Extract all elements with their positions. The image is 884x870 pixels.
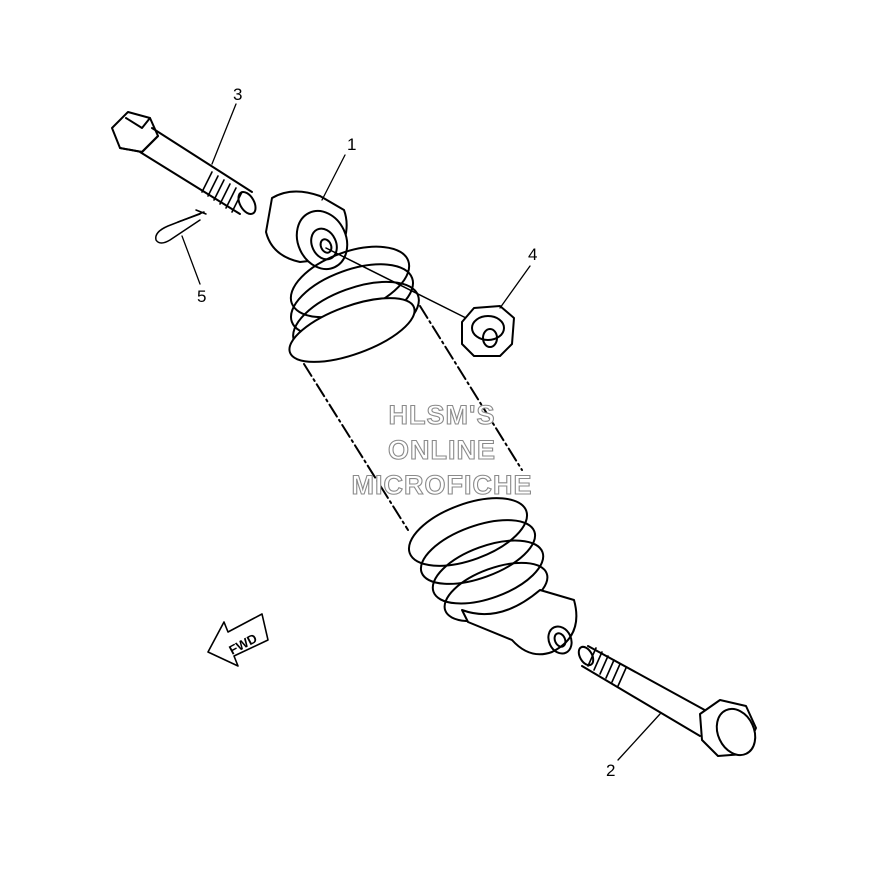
callout-2: 2 [606,761,615,780]
callout-3: 3 [233,85,242,104]
callout-4: 4 [528,245,537,264]
fwd-arrow-icon [207,613,269,667]
nut [461,305,515,357]
leader-line-5 [181,235,201,285]
watermark-line-2: ONLINE [387,434,496,465]
leader-line-4 [499,265,531,309]
callout-5: 5 [197,287,206,306]
watermark: HLSM'S ONLINE MICROFICHE [292,398,592,503]
cotter-clip [155,209,207,244]
leader-line-2 [617,713,661,761]
shock-absorber [265,190,578,656]
callout-1: 1 [347,135,356,154]
leader-line-3 [211,103,237,165]
watermark-line-3: MICROFICHE [351,469,533,500]
leader-line-1 [321,154,346,201]
lower-bolt [577,645,757,757]
upper-bolt [111,111,257,215]
watermark-line-1: HLSM'S [388,399,496,430]
